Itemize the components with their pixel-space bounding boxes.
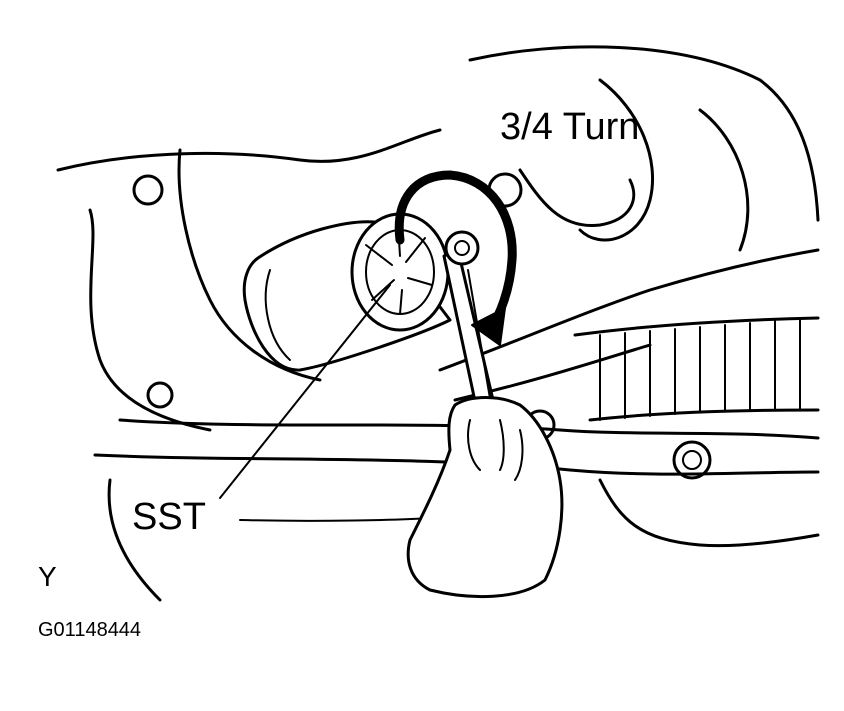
hand bbox=[406, 396, 564, 599]
sst-filter-wrench bbox=[442, 230, 502, 436]
figure-id: G01148444 bbox=[38, 619, 142, 641]
engine-block-outline bbox=[56, 45, 820, 602]
sst-label: SST bbox=[132, 496, 206, 538]
rotation-arrow bbox=[394, 170, 517, 346]
sst-leader-line bbox=[219, 284, 391, 499]
oil-filter bbox=[242, 212, 452, 372]
turn-label: 3/4 Turn bbox=[500, 106, 640, 148]
ribbed-hose bbox=[573, 316, 820, 422]
view-label: Y bbox=[38, 561, 57, 592]
